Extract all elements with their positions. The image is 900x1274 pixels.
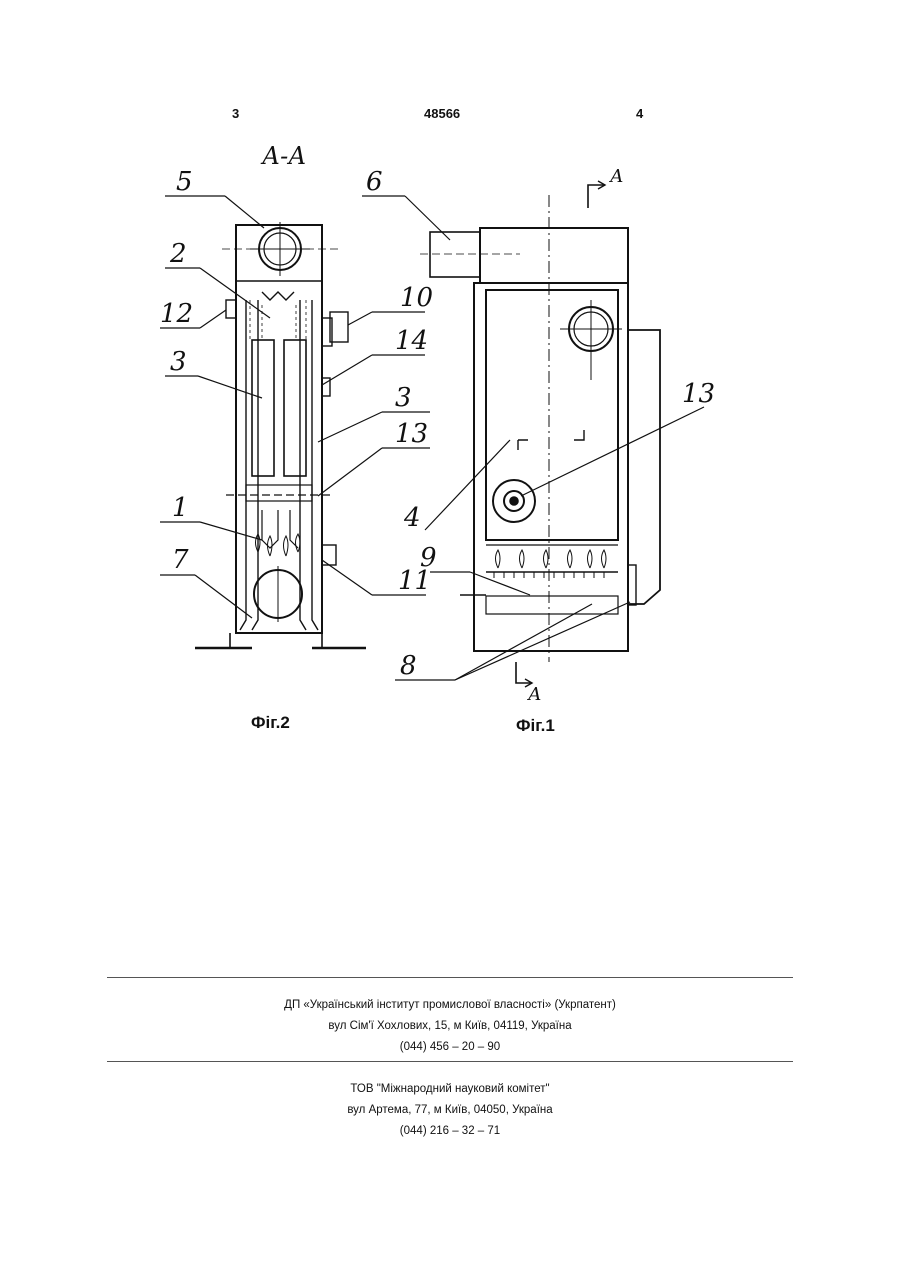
fig2-label-3b: 3 (395, 383, 412, 413)
org1-phone: (044) 456 – 20 – 90 (0, 1037, 900, 1058)
org2-name: ТОВ "Міжнародний науковий комітет" (0, 1079, 900, 1100)
footer-org2: ТОВ "Міжнародний науковий комітет" вул А… (0, 1079, 900, 1142)
org1-name: ДП «Український інститут промислової вла… (0, 995, 900, 1016)
fig2-label-12: 12 (160, 299, 193, 329)
fig1-panel (486, 290, 618, 540)
footer-divider-top (107, 977, 793, 978)
fig2-outer-body (236, 225, 322, 633)
fig2-label-5: 5 (176, 167, 193, 197)
section-label: А-А (260, 142, 306, 170)
section-marker-top: А (608, 166, 624, 187)
fig1-label-6: 6 (366, 167, 383, 197)
fig1-label-4: 4 (403, 503, 421, 533)
fig2-label-13: 13 (395, 419, 428, 449)
fig1-flue-outlet (430, 232, 480, 277)
org2-address: вул Артема, 77, м Київ, 04050, Україна (0, 1100, 900, 1121)
fig1-drawing: А (362, 166, 715, 735)
fig2-caption: Фіг.2 (251, 713, 290, 732)
fig2-label-14: 14 (395, 326, 428, 356)
technical-drawing: А-А (0, 0, 900, 760)
section-marker-bottom: А (526, 684, 542, 705)
fig2-label-7: 7 (172, 545, 189, 575)
org2-phone: (044) 216 – 32 – 71 (0, 1121, 900, 1142)
footer-divider-bottom (107, 1061, 793, 1062)
fig2-label-1: 1 (172, 493, 189, 523)
fig1-caption: Фіг.1 (516, 716, 555, 735)
fig2-label-10: 10 (400, 283, 433, 313)
fig1-label-8: 8 (400, 651, 417, 681)
fig1-label-13: 13 (682, 379, 715, 409)
fig2-drawing: А-А (160, 142, 433, 732)
org1-address: вул Сім'ї Хохлових, 15, м Київ, 04119, У… (0, 1016, 900, 1037)
footer-org1: ДП «Український інститут промислової вла… (0, 995, 900, 1058)
fig1-label-9: 9 (420, 543, 437, 573)
fig2-label-2: 2 (169, 239, 187, 269)
fig2-label-3: 3 (170, 347, 187, 377)
